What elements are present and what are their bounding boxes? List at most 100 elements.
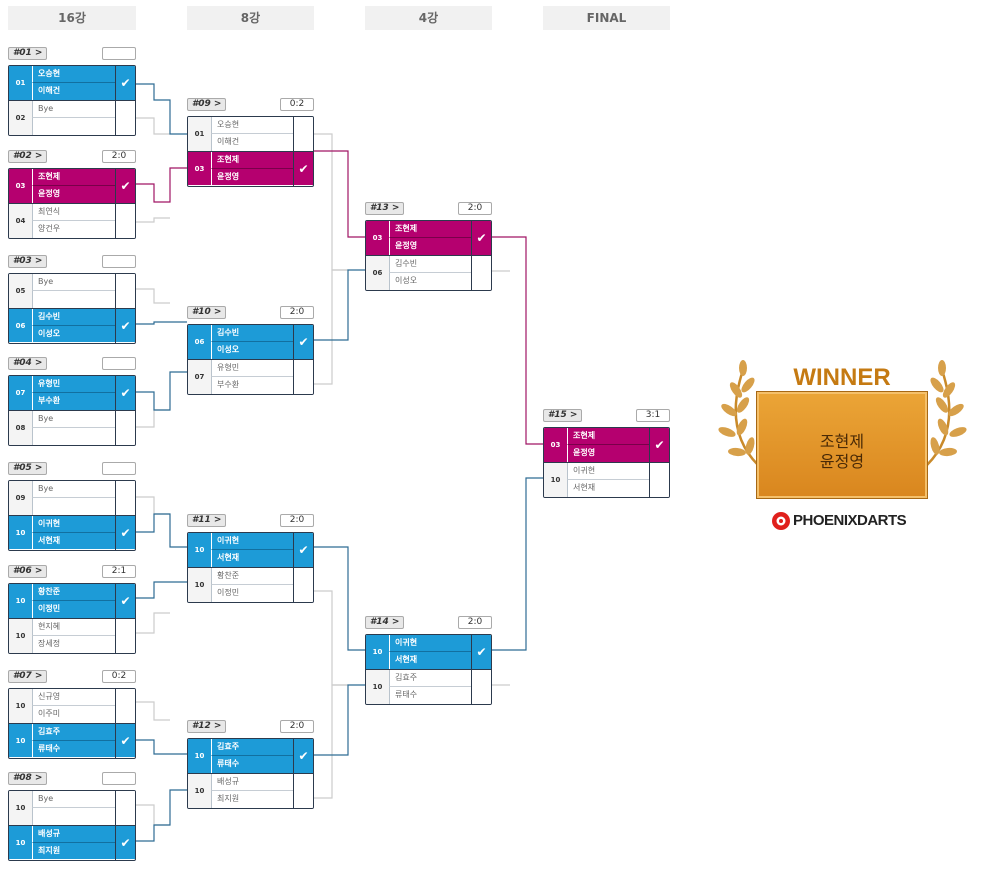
match-score: 2:0 [280, 514, 314, 527]
check-icon: ✔ [115, 826, 135, 860]
match-score: 2:1 [102, 565, 136, 578]
player-name: 류태수 [389, 687, 471, 704]
match-link[interactable]: #02 > [8, 150, 48, 163]
team-seed: 05 [9, 274, 32, 308]
match-link[interactable]: #11 > [187, 514, 227, 527]
match-link[interactable]: #12 > [187, 720, 227, 733]
player-name: 이성오 [32, 326, 115, 343]
match-header: #04 > [8, 357, 136, 370]
team-seed: 10 [9, 689, 32, 723]
player-name: Bye [32, 101, 115, 118]
match-header: #01 > [8, 47, 136, 60]
match-link[interactable]: #01 > [8, 47, 48, 60]
check-icon: ✔ [293, 533, 313, 567]
match-link[interactable]: #14 > [365, 616, 405, 629]
player-name: 류태수 [211, 756, 293, 773]
player-name: 배성규 [211, 774, 293, 791]
team-seed: 10 [188, 774, 211, 808]
match-link[interactable]: #05 > [8, 462, 48, 475]
team-seed: 10 [9, 619, 32, 653]
match-link[interactable]: #15 > [543, 409, 583, 422]
match-score: 2:0 [280, 720, 314, 733]
player-name: 김수빈 [389, 256, 471, 273]
match-score [102, 47, 136, 60]
team-seed: 08 [9, 411, 32, 445]
match-score: 2:0 [280, 306, 314, 319]
player-name: 김효주 [32, 724, 115, 741]
team-seed: 02 [9, 101, 32, 135]
player-name: 김효주 [211, 739, 293, 756]
match-header: #14 >2:0 [365, 616, 492, 629]
match-link[interactable]: #13 > [365, 202, 405, 215]
player-name: Bye [32, 481, 115, 498]
player-name: 김효주 [389, 670, 471, 687]
match-link[interactable]: #04 > [8, 357, 48, 370]
winner-name-1: 조현제 [819, 432, 865, 451]
match-link[interactable]: #06 > [8, 565, 48, 578]
result-cell [115, 689, 135, 723]
match-link[interactable]: #03 > [8, 255, 48, 268]
team-seed: 01 [15, 79, 26, 87]
match-link[interactable]: #08 > [8, 772, 48, 785]
match-score: 2:0 [102, 150, 136, 163]
check-icon: ✔ [115, 169, 135, 203]
team-seed: 06 [15, 322, 26, 330]
match-link[interactable]: #09 > [187, 98, 227, 111]
player-name [32, 498, 115, 515]
match-header: #15 >3:1 [543, 409, 670, 422]
result-cell [649, 463, 669, 497]
result-cell [293, 568, 313, 602]
match-score [102, 772, 136, 785]
player-name: 이귀현 [389, 635, 471, 652]
player-name: 부수환 [211, 377, 293, 394]
check-icon: ✔ [471, 221, 491, 255]
team-seed: 06 [366, 256, 389, 290]
player-name: 최지원 [211, 791, 293, 808]
player-name: 양건우 [32, 221, 115, 238]
player-name: 윤정영 [211, 169, 293, 186]
match-header: #08 > [8, 772, 136, 785]
player-name: Bye [32, 274, 115, 291]
team-seed: 07 [188, 360, 211, 394]
team-seed: 10 [372, 648, 383, 656]
match-link[interactable]: #10 > [187, 306, 227, 319]
match-link[interactable]: #07 > [8, 670, 48, 683]
player-name: 이해건 [211, 134, 293, 151]
